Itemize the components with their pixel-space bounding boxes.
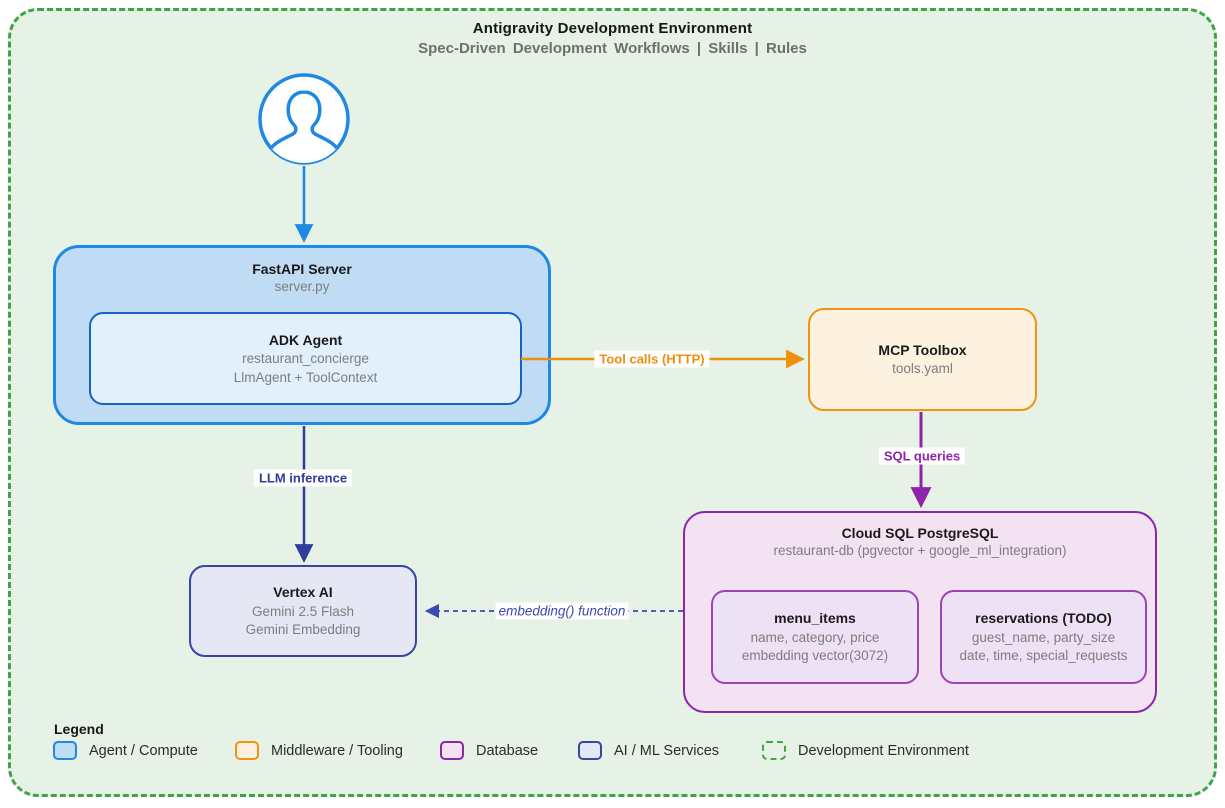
legend-item-database: Database xyxy=(440,741,538,760)
diagram-title: Antigravity Development Environment xyxy=(472,20,753,37)
menu-items-line2: embedding vector(3072) xyxy=(741,648,889,664)
reservations-title: reservations (TODO) xyxy=(975,610,1112,627)
mcp-toolbox-title: MCP Toolbox xyxy=(878,342,967,359)
fastapi-server-node: FastAPI Server server.py ADK Agent resta… xyxy=(53,245,551,425)
cloud-sql-node: Cloud SQL PostgreSQL restaurant-db (pgve… xyxy=(683,511,1157,713)
legend-item-middleware-tooling: Middleware / Tooling xyxy=(235,741,403,760)
legend-swatch-database xyxy=(440,741,464,760)
menu-items-table-node: menu_items name, category, price embeddi… xyxy=(711,590,919,684)
legend-swatch-agent-compute xyxy=(53,741,77,760)
legend-item-ai-ml-services: AI / ML Services xyxy=(578,741,719,760)
legend-item-development-environment: Development Environment xyxy=(762,741,969,760)
user-node xyxy=(256,71,352,172)
legend-item-agent-compute: Agent / Compute xyxy=(53,741,198,760)
reservations-table-node: reservations (TODO) guest_name, party_si… xyxy=(940,590,1147,684)
legend-swatch-ai-ml-services xyxy=(578,741,602,760)
cloud-sql-title: Cloud SQL PostgreSQL xyxy=(841,525,999,541)
legend-label-agent-compute: Agent / Compute xyxy=(89,742,198,759)
diagram-subtitle: Spec-Driven Development Workflows | Skil… xyxy=(418,40,807,57)
vertex-ai-title: Vertex AI xyxy=(273,584,333,601)
vertex-ai-node: Vertex AI Gemini 2.5 Flash Gemini Embedd… xyxy=(189,565,417,657)
edge-label-llm-inference: LLM inference xyxy=(253,469,353,487)
reservations-line2: date, time, special_requests xyxy=(959,648,1128,664)
adk-agent-line2: LlmAgent + ToolContext xyxy=(233,369,378,385)
legend-label-development-environment: Development Environment xyxy=(798,742,969,759)
adk-agent-line1: restaurant_concierge xyxy=(242,351,369,367)
adk-agent-node: ADK Agent restaurant_concierge LlmAgent … xyxy=(89,312,522,405)
fastapi-server-subtitle: server.py xyxy=(274,279,330,295)
fastapi-server-title: FastAPI Server xyxy=(252,261,352,277)
cloud-sql-subtitle: restaurant-db (pgvector + google_ml_inte… xyxy=(773,543,1067,559)
reservations-line1: guest_name, party_size xyxy=(971,629,1116,645)
legend-label-middleware-tooling: Middleware / Tooling xyxy=(271,742,403,759)
menu-items-line1: name, category, price xyxy=(750,629,880,645)
person-icon xyxy=(258,73,350,165)
vertex-ai-line1: Gemini 2.5 Flash xyxy=(251,603,355,619)
edge-label-tool-calls: Tool calls (HTTP) xyxy=(594,350,710,368)
edge-label-embedding-function: embedding() function xyxy=(495,602,629,620)
mcp-toolbox-subtitle: tools.yaml xyxy=(892,361,953,377)
edge-label-sql-queries: SQL queries xyxy=(878,447,966,465)
vertex-ai-line2: Gemini Embedding xyxy=(245,622,361,638)
legend-title: Legend xyxy=(54,721,104,737)
legend-label-database: Database xyxy=(476,742,539,759)
legend-swatch-middleware-tooling xyxy=(235,741,259,760)
menu-items-title: menu_items xyxy=(774,610,856,627)
legend-swatch-development-environment xyxy=(762,741,786,760)
mcp-toolbox-node: MCP Toolbox tools.yaml xyxy=(808,308,1037,411)
adk-agent-title: ADK Agent xyxy=(268,331,343,348)
legend-label-ai-ml-services: AI / ML Services xyxy=(614,742,720,759)
